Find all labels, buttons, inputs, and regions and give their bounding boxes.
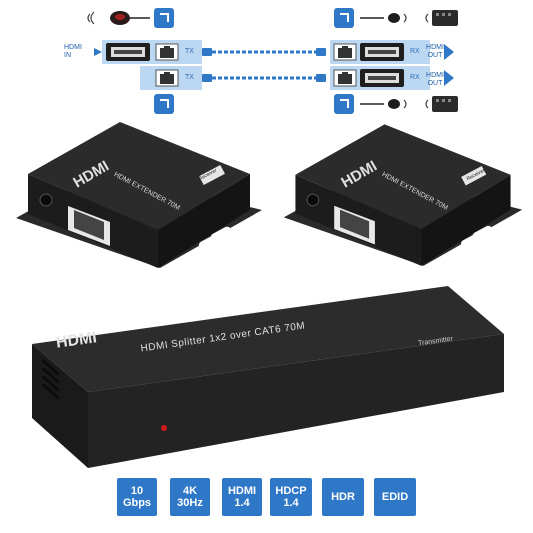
lan-port-icon: [155, 69, 179, 87]
receiver-graphic: [16, 122, 262, 268]
ir-emitter-icon: [360, 99, 407, 109]
cat6-cable-icon: [206, 50, 320, 80]
ir-emitter-icon: [360, 13, 407, 23]
control-button-icon: [154, 94, 174, 114]
feature-badge-hdcp: HDCP 1.4: [270, 478, 312, 516]
hdmi-in-label: HDMI IN: [64, 44, 90, 60]
tx-label: TX: [185, 74, 194, 81]
feature-badge-line1: HDR: [331, 491, 355, 503]
hdmi-port-icon: [360, 43, 404, 61]
feature-badge-line2: 30Hz: [177, 497, 203, 509]
cable-plug-icon: [202, 48, 326, 82]
rx-label: RX: [410, 48, 420, 55]
ir-receiver-icon: [87, 11, 150, 25]
feature-badge-line2: Gbps: [122, 497, 152, 509]
feature-badge-line1: HDMI: [227, 485, 257, 497]
lan-port-icon: [333, 43, 357, 61]
receiver-unit-right: HDMI HDMI EXTENDER 70M Receiver: [278, 118, 533, 278]
connection-diagram: HDMI IN TX TX RX RX HDMI OUT HDMI OUT: [0, 0, 533, 120]
feature-badge-hdr: HDR: [322, 478, 364, 516]
feature-badge-line2: 1.4: [234, 497, 250, 509]
rx-label: RX: [410, 74, 420, 81]
hdmi-out-line1: HDMI: [426, 72, 444, 79]
feature-badge-line1: EDID: [381, 491, 409, 503]
tx-label: TX: [185, 48, 194, 55]
splitter-unit: HDMI HDMI Splitter 1x2 over CAT6 70M Tra…: [28, 282, 508, 472]
receiver-unit-left: HDMI HDMI EXTENDER 70M Receiver: [10, 118, 268, 278]
feature-badge-line1: 10: [130, 485, 144, 497]
feature-badges: 10 Gbps 4K 30Hz HDMI 1.4 HDCP 1.4 HDR ED…: [0, 478, 533, 518]
feature-badge-line1: HDCP: [275, 485, 307, 497]
remote-control-icon: [425, 10, 458, 26]
power-led: [161, 425, 167, 431]
hdmi-out-line2: OUT: [427, 52, 443, 59]
hdmi-out-line1: HDMI: [426, 44, 444, 51]
hdmi-out-label: HDMI OUT: [424, 44, 446, 60]
arrow-right-icon: [94, 44, 454, 86]
feature-badge-bandwidth: 10 Gbps: [117, 478, 157, 516]
hdmi-out-line2: OUT: [427, 80, 443, 87]
feature-badge-resolution: 4K 30Hz: [170, 478, 210, 516]
feature-badge-hdmi-version: HDMI 1.4: [222, 478, 262, 516]
lan-port-icon: [333, 69, 357, 87]
hdmi-port-icon: [360, 69, 404, 87]
hdmi-in-line2: IN: [64, 52, 71, 59]
splitter-graphic: [32, 286, 504, 468]
feature-badge-line2: 1.4: [283, 497, 299, 509]
hdmi-port-icon: [106, 43, 150, 61]
hdmi-in-line1: HDMI: [64, 44, 82, 51]
connection-diagram-graphic: [87, 8, 458, 114]
hdmi-out-label: HDMI OUT: [424, 72, 446, 88]
control-button-icon: [334, 94, 354, 114]
feature-badge-edid: EDID: [374, 478, 416, 516]
control-button-icon: [334, 8, 354, 28]
receiver-graphic: [283, 124, 523, 266]
feature-badge-line1: 4K: [182, 485, 198, 497]
control-button-icon: [154, 8, 174, 28]
lan-port-icon: [155, 43, 179, 61]
remote-control-icon: [425, 96, 458, 112]
